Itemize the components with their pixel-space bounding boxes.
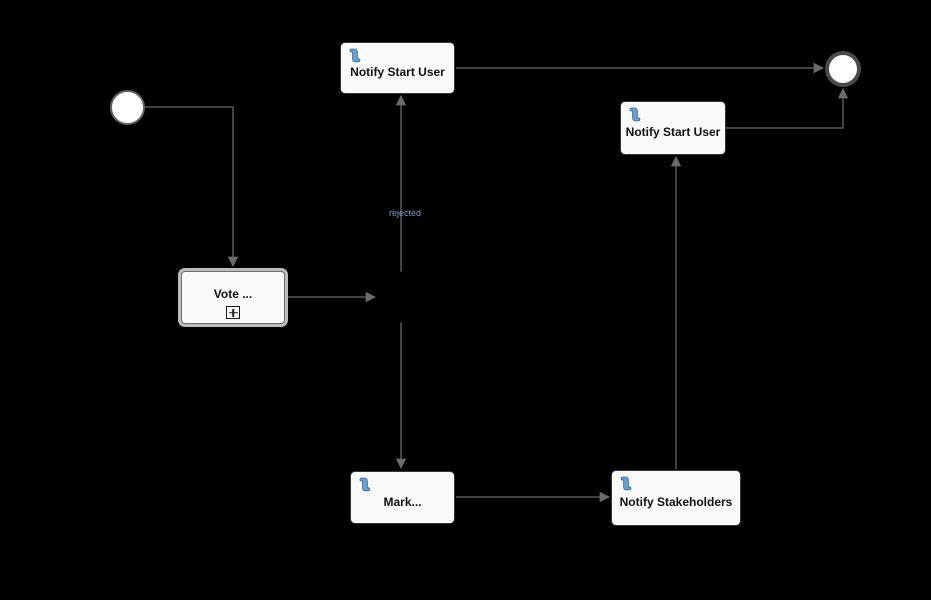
task-label: Vote ... (213, 287, 253, 302)
script-icon (346, 47, 363, 64)
task-vote-subprocess[interactable]: Vote ... (181, 271, 285, 324)
start-event[interactable] (110, 90, 145, 125)
script-icon (356, 476, 373, 493)
task-mark[interactable]: Mark... (350, 471, 455, 524)
script-icon (626, 106, 643, 123)
end-event[interactable] (825, 51, 861, 87)
flow-notify-start-user-right-to-end[interactable] (726, 87, 849, 129)
collapsed-subprocess-plus-icon[interactable] (226, 306, 240, 319)
flow-start-to-vote[interactable] (145, 106, 239, 268)
flow-label-rejected[interactable]: rejected (389, 208, 422, 218)
task-notify-start-user-right[interactable]: Notify Start User (620, 101, 726, 155)
task-label: Notify Stakeholders (619, 495, 733, 510)
task-notify-stakeholders[interactable]: Notify Stakeholders (611, 470, 741, 526)
task-label: Notify Start User (350, 65, 445, 79)
task-notify-start-user-top[interactable]: Notify Start User (340, 42, 455, 94)
task-label: Mark... (383, 494, 422, 509)
script-icon (617, 475, 634, 492)
task-label: Notify Start User (625, 125, 721, 140)
